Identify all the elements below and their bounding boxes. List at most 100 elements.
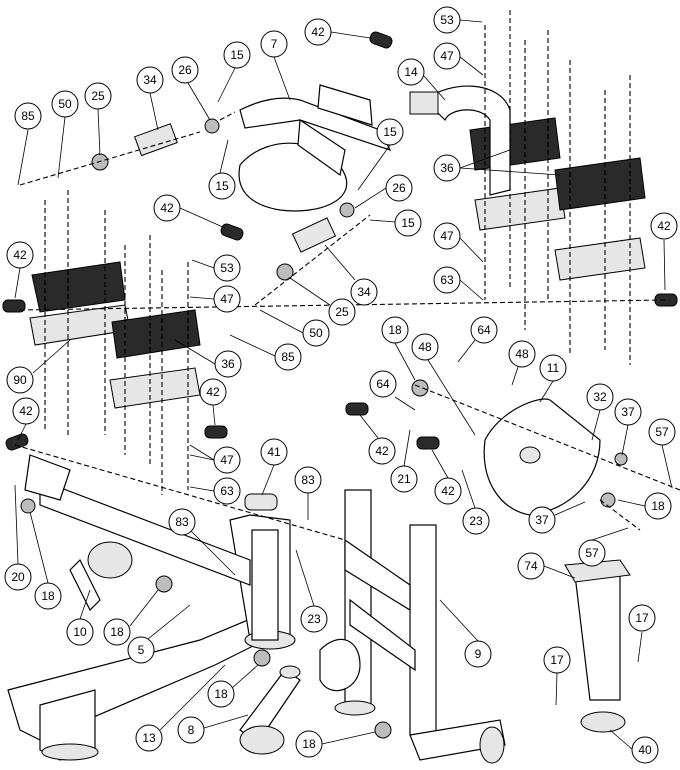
callout-label: 63 xyxy=(440,273,454,287)
callout-42-cam: 42 xyxy=(431,449,462,505)
callout-label: 14 xyxy=(404,65,418,79)
callout-label: 15 xyxy=(215,179,229,193)
callout-32: 32 xyxy=(586,383,614,441)
callout-label: 37 xyxy=(621,405,635,419)
callout-42-left: 42 xyxy=(6,241,34,299)
callout-83-right: 83 xyxy=(294,466,322,520)
callout-48-b: 48 xyxy=(508,340,536,386)
callout-label: 50 xyxy=(58,97,72,111)
callout-label: 42 xyxy=(311,25,325,39)
callout-50-mid: 50 xyxy=(259,309,330,347)
callout-label: 37 xyxy=(535,513,549,527)
callout-15-a: 15 xyxy=(217,41,251,103)
callout-label: 23 xyxy=(307,612,321,626)
end-caps xyxy=(2,31,678,511)
callout-14: 14 xyxy=(397,58,446,101)
rollers xyxy=(20,118,628,739)
callout-5: 5 xyxy=(127,604,191,664)
callout-42-top: 42 xyxy=(304,18,371,46)
callout-label: 18 xyxy=(214,687,228,701)
callout-11: 11 xyxy=(539,354,567,403)
callout-label: 48 xyxy=(418,340,432,354)
callout-37-right: 37 xyxy=(614,398,642,456)
callout-7: 7 xyxy=(260,30,291,101)
callout-label: 47 xyxy=(440,49,454,63)
callout-label: 41 xyxy=(267,445,281,459)
callout-9: 9 xyxy=(439,599,492,668)
callout-20: 20 xyxy=(4,484,32,591)
callout-label: 34 xyxy=(357,285,371,299)
callout-label: 32 xyxy=(593,390,607,404)
callout-26-top: 26 xyxy=(171,56,211,121)
callout-label: 13 xyxy=(142,731,156,745)
callout-17-right: 17 xyxy=(628,604,656,663)
callout-label: 18 xyxy=(41,589,55,603)
callout-label: 8 xyxy=(188,723,195,737)
crank-arm xyxy=(239,665,301,755)
callout-90: 90 xyxy=(6,339,71,394)
callout-label: 42 xyxy=(657,219,671,233)
callout-label: 5 xyxy=(138,643,145,657)
callout-34-mid: 34 xyxy=(324,244,378,306)
callout-10: 10 xyxy=(66,589,94,646)
callout-label: 34 xyxy=(143,73,157,87)
callout-label: 9 xyxy=(475,647,482,661)
callout-63-left: 63 xyxy=(189,477,241,505)
callout-57-lower: 57 xyxy=(578,527,629,567)
callout-label: 74 xyxy=(524,559,538,573)
callout-64-a: 64 xyxy=(457,316,498,363)
callout-label: 47 xyxy=(220,292,234,306)
callout-label: 15 xyxy=(230,48,244,62)
callout-label: 15 xyxy=(383,125,397,139)
callout-15-c: 15 xyxy=(357,118,404,191)
callout-label: 18 xyxy=(110,625,124,639)
callout-21: 21 xyxy=(390,429,418,493)
callout-label: 20 xyxy=(11,570,25,584)
callout-36-left: 36 xyxy=(174,339,242,378)
callout-42-right: 42 xyxy=(650,212,678,291)
callout-label: 15 xyxy=(401,216,415,230)
callout-26-mid: 26 xyxy=(354,174,413,209)
callout-15-d: 15 xyxy=(369,209,422,237)
callout-18-bottom: 18 xyxy=(295,730,376,758)
callout-37-lower: 37 xyxy=(528,501,586,534)
callout-label: 42 xyxy=(441,484,455,498)
callout-47-left-bottom xyxy=(189,444,215,461)
callout-18-cam: 18 xyxy=(381,316,416,381)
base-frame xyxy=(7,514,296,761)
callout-17-left: 17 xyxy=(543,646,571,706)
callout-label: 26 xyxy=(392,181,406,195)
callout-48-a: 48 xyxy=(411,333,476,436)
callout-label: 10 xyxy=(73,625,87,639)
callout-53-left: 53 xyxy=(191,254,241,282)
callout-25-mid: 25 xyxy=(289,277,356,326)
callout-label: 50 xyxy=(309,326,323,340)
callout-label: 7 xyxy=(271,37,278,51)
callout-label: 42 xyxy=(375,444,389,458)
callout-18-lower-left: 18 xyxy=(103,589,159,646)
callout-85-top: 85 xyxy=(14,102,42,186)
callout-85-mid: 85 xyxy=(229,334,302,371)
callout-47-right-bottom: 47 xyxy=(433,222,484,263)
pedal-arm-right xyxy=(409,85,511,196)
callout-label: 42 xyxy=(206,385,220,399)
callout-label: 36 xyxy=(440,161,454,175)
callout-label: 85 xyxy=(281,350,295,364)
callout-42-seat: 42 xyxy=(153,194,226,229)
callout-label: 53 xyxy=(440,13,454,27)
callout-83-left: 83 xyxy=(168,508,236,576)
callout-8: 8 xyxy=(177,714,249,744)
callout-23-cam: 23 xyxy=(461,469,490,535)
callout-23-base: 23 xyxy=(295,549,328,633)
footplate-right-bottom xyxy=(554,157,646,281)
callout-label: 42 xyxy=(19,404,33,418)
callout-label: 11 xyxy=(547,361,560,375)
callout-label: 21 xyxy=(397,472,411,486)
callout-25-top: 25 xyxy=(84,82,112,156)
callout-label: 47 xyxy=(440,229,454,243)
callout-label: 83 xyxy=(175,515,189,529)
callout-label: 18 xyxy=(302,737,316,751)
seat-assembly xyxy=(238,84,392,212)
pedal-arm-frame xyxy=(24,454,251,612)
